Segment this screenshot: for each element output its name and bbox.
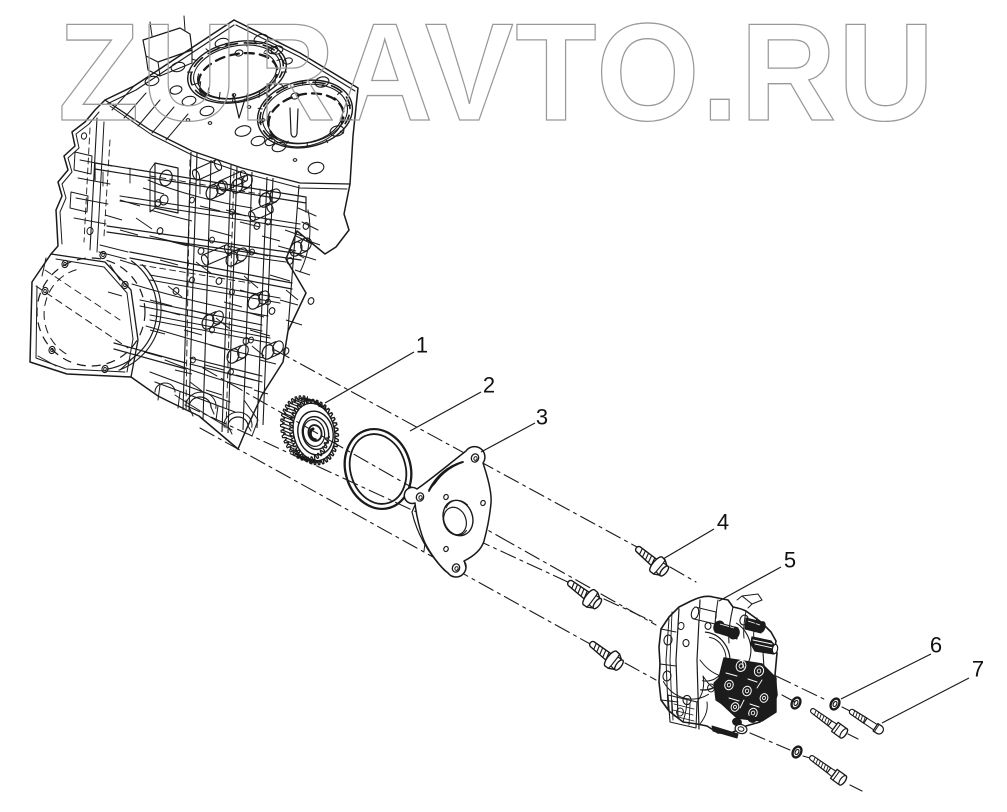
- svg-text:6: 6: [930, 633, 942, 658]
- svg-text:ZURAVTO.RU: ZURAVTO.RU: [58, 0, 936, 150]
- svg-text:2: 2: [483, 373, 495, 398]
- svg-text:5: 5: [784, 548, 796, 573]
- svg-text:3: 3: [536, 405, 548, 430]
- svg-text:7: 7: [972, 657, 984, 682]
- svg-text:1: 1: [416, 333, 428, 358]
- svg-text:4: 4: [717, 510, 729, 535]
